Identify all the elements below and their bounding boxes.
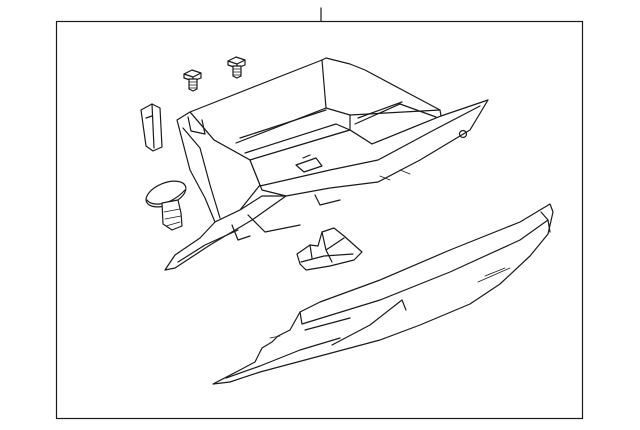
screw-right [227,56,246,79]
push-pin-clip [145,180,187,231]
glove-box-door-trim [212,203,554,385]
latch-striker [296,227,363,271]
bumper-stop [140,103,163,152]
glove-box-bin [164,57,489,271]
diagram-frame [55,20,584,420]
screw-left [183,69,202,92]
